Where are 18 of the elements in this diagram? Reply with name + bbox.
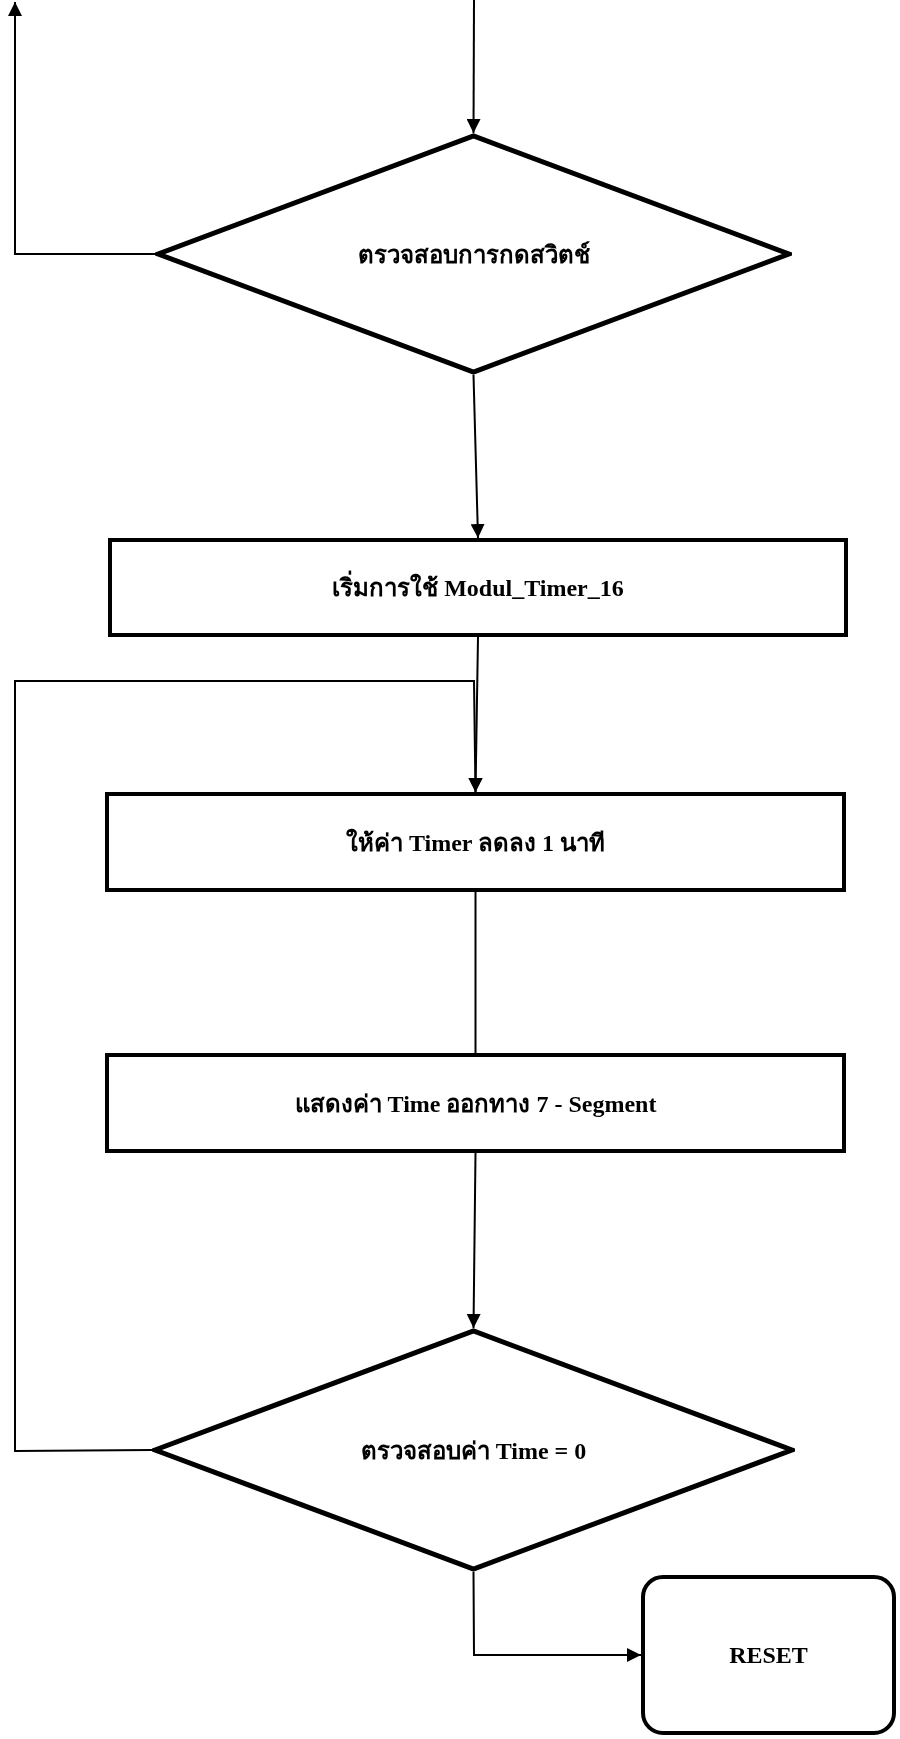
arrow bbox=[14, 680, 483, 1452]
terminal-box bbox=[641, 1575, 896, 1735]
arrow bbox=[466, 1152, 481, 1329]
process-box bbox=[108, 538, 848, 637]
node-label: เริ่มการใช้ Modul_Timer_16 bbox=[332, 568, 624, 607]
decision-diamond bbox=[155, 133, 792, 375]
process-box bbox=[105, 1053, 846, 1153]
process-box bbox=[105, 792, 846, 892]
node-label: ตรวจสอบการกดสวิตช์ bbox=[357, 240, 590, 270]
arrow bbox=[470, 374, 485, 539]
arrow bbox=[472, 1571, 642, 1662]
node-label: แสดงค่า Time ออกทาง 7 - Segment bbox=[294, 1089, 657, 1119]
node-label: ให้ค่า Timer ลดลง 1 นาที bbox=[345, 827, 606, 858]
arrow bbox=[466, 0, 481, 134]
arrow bbox=[8, 1, 156, 255]
decision-diamond bbox=[152, 1328, 795, 1572]
node-label: ตรวจสอบค่า Time = 0 bbox=[360, 1436, 587, 1466]
node-label: RESET bbox=[729, 1641, 808, 1669]
